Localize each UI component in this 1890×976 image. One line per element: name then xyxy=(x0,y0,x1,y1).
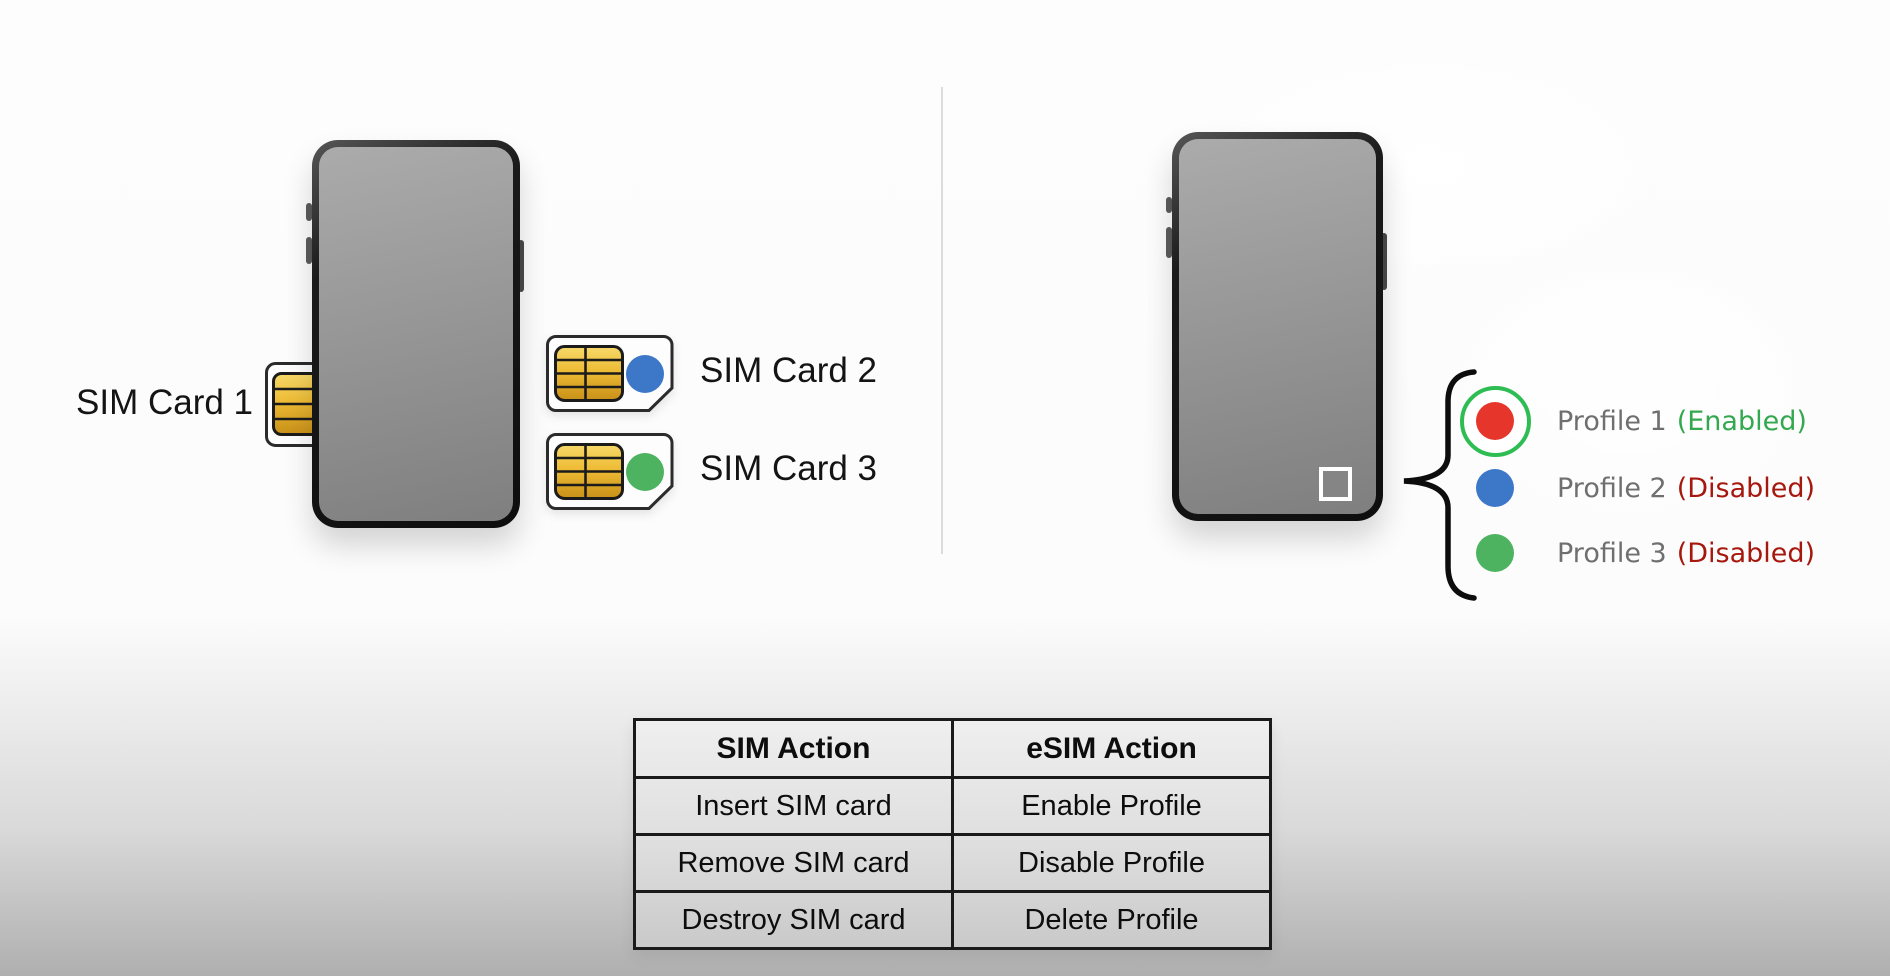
profile-row-1: Profile 1 (Enabled) xyxy=(1459,385,1807,457)
sim-card-3-icon xyxy=(546,433,674,510)
sim-chip-icon xyxy=(554,443,624,500)
table-cell: Destroy SIM card xyxy=(633,890,954,950)
profile-2-dot-icon xyxy=(1476,469,1514,507)
table-cell: Insert SIM card xyxy=(633,776,954,836)
power-button-icon xyxy=(518,240,524,292)
profile-row-3: Profile 3 (Disabled) xyxy=(1459,517,1815,589)
table-cell: Disable Profile xyxy=(951,833,1272,893)
volume-down-button-icon xyxy=(306,237,312,264)
table-row: Destroy SIM card Delete Profile xyxy=(633,890,1272,950)
volume-up-button-icon xyxy=(306,203,312,221)
table-row: Insert SIM card Enable Profile xyxy=(633,776,1272,836)
sim-card-2-dot-icon xyxy=(626,355,664,393)
sim-card-3-dot-icon xyxy=(626,453,664,491)
profile-3-name: Profile 3 xyxy=(1557,537,1667,569)
table-row: Remove SIM card Disable Profile xyxy=(633,833,1272,893)
table-header-row: SIM Action eSIM Action xyxy=(633,718,1272,779)
profile-2-name: Profile 2 xyxy=(1557,472,1667,504)
profile-3-dot-icon xyxy=(1476,534,1514,572)
physical-sim-phone xyxy=(312,140,520,528)
profile-1-name: Profile 1 xyxy=(1557,405,1667,437)
esim-chip-icon xyxy=(1319,467,1352,501)
sim-esim-action-table: SIM Action eSIM Action Insert SIM card E… xyxy=(633,718,1272,950)
table-cell: Delete Profile xyxy=(951,890,1272,950)
table-cell: Remove SIM card xyxy=(633,833,954,893)
phone-screen xyxy=(319,147,513,521)
profile-row-2: Profile 2 (Disabled) xyxy=(1459,452,1815,524)
phone-screen xyxy=(1179,139,1376,514)
sim-card-3-graphic xyxy=(546,433,675,511)
sim-chip-icon xyxy=(554,345,624,402)
section-divider xyxy=(941,87,943,554)
profile-3-status: (Disabled) xyxy=(1676,537,1816,569)
profile-2-status: (Disabled) xyxy=(1676,472,1816,504)
curly-brace-icon xyxy=(1403,369,1477,601)
profile-1-dot-icon xyxy=(1476,402,1514,440)
sim-card-2-icon xyxy=(546,335,674,412)
esim-phone xyxy=(1172,132,1383,521)
sim-card-2-graphic xyxy=(546,335,675,413)
sim-card-2-label: SIM Card 2 xyxy=(700,351,877,390)
sim-card-1-label: SIM Card 1 xyxy=(76,383,253,422)
enabled-ring-icon xyxy=(1459,385,1531,457)
table-header-esim-action: eSIM Action xyxy=(951,718,1272,779)
profile-1-status: (Enabled) xyxy=(1676,405,1807,437)
sim-card-3-label: SIM Card 3 xyxy=(700,449,877,488)
table-header-sim-action: SIM Action xyxy=(633,718,954,779)
table-cell: Enable Profile xyxy=(951,776,1272,836)
